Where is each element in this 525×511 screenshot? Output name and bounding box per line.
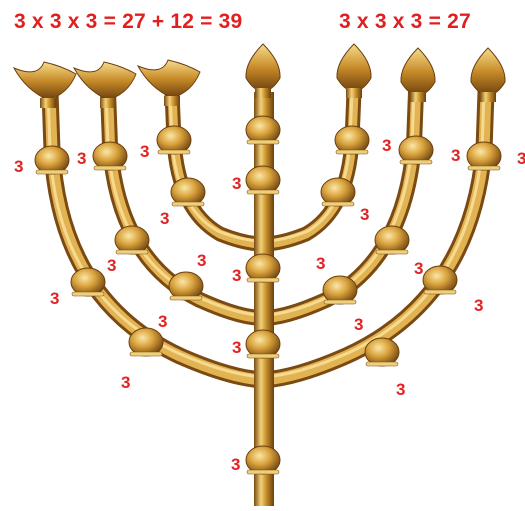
lamp-cup (471, 48, 505, 102)
knob-label: 3 (382, 137, 391, 154)
almond-knob (321, 178, 355, 206)
almond-knob (246, 330, 280, 358)
almond-knob (157, 126, 191, 154)
knob-label: 3 (50, 290, 59, 307)
lamp-cup (74, 62, 136, 108)
almond-knob (246, 116, 280, 144)
knob-label: 3 (232, 175, 241, 192)
knob-label: 3 (474, 297, 483, 314)
lamp-cup (14, 62, 76, 108)
almond-knob (169, 272, 203, 300)
almond-knob (246, 166, 280, 194)
knob-label: 3 (160, 210, 169, 227)
knob-label: 3 (396, 381, 405, 398)
knob-label: 3 (14, 158, 23, 175)
almond-knob (129, 328, 163, 356)
lamp-cup (138, 60, 200, 106)
almond-knob (375, 226, 409, 254)
knob-label: 3 (360, 206, 369, 223)
almond-knob (365, 338, 399, 366)
lamp-cup (337, 44, 371, 98)
almond-knob (93, 142, 127, 170)
almond-knob (335, 126, 369, 154)
lamp-cup (401, 48, 435, 102)
lamp-cup (246, 44, 280, 98)
almond-knob (246, 446, 280, 474)
knob-label: 3 (231, 456, 240, 473)
almond-knob (467, 142, 501, 170)
equation-right: 3 x 3 x 3 = 27 (339, 10, 471, 34)
almond-knob (35, 146, 69, 174)
knob-label: 3 (232, 339, 241, 356)
knob-label: 3 (107, 257, 116, 274)
knob-label: 3 (158, 313, 167, 330)
equation-left: 3 x 3 x 3 = 27 + 12 = 39 (14, 10, 242, 34)
knob-label: 3 (232, 267, 241, 284)
knob-label: 3 (316, 255, 325, 272)
knob-label: 3 (77, 150, 86, 167)
knob-label: 3 (517, 150, 525, 167)
knob-label: 3 (354, 316, 363, 333)
central-shaft (254, 92, 274, 506)
almond-knob (323, 276, 357, 304)
knob-label: 3 (197, 252, 206, 269)
almond-knob (171, 178, 205, 206)
knob-label: 3 (121, 374, 130, 391)
knob-label: 3 (414, 260, 423, 277)
almond-knob (71, 268, 105, 296)
knob-label: 3 (451, 147, 460, 164)
almond-knob (423, 266, 457, 294)
almond-knob (115, 226, 149, 254)
almond-knob (246, 254, 280, 282)
knob-label: 3 (140, 143, 149, 160)
almond-knob (399, 136, 433, 164)
